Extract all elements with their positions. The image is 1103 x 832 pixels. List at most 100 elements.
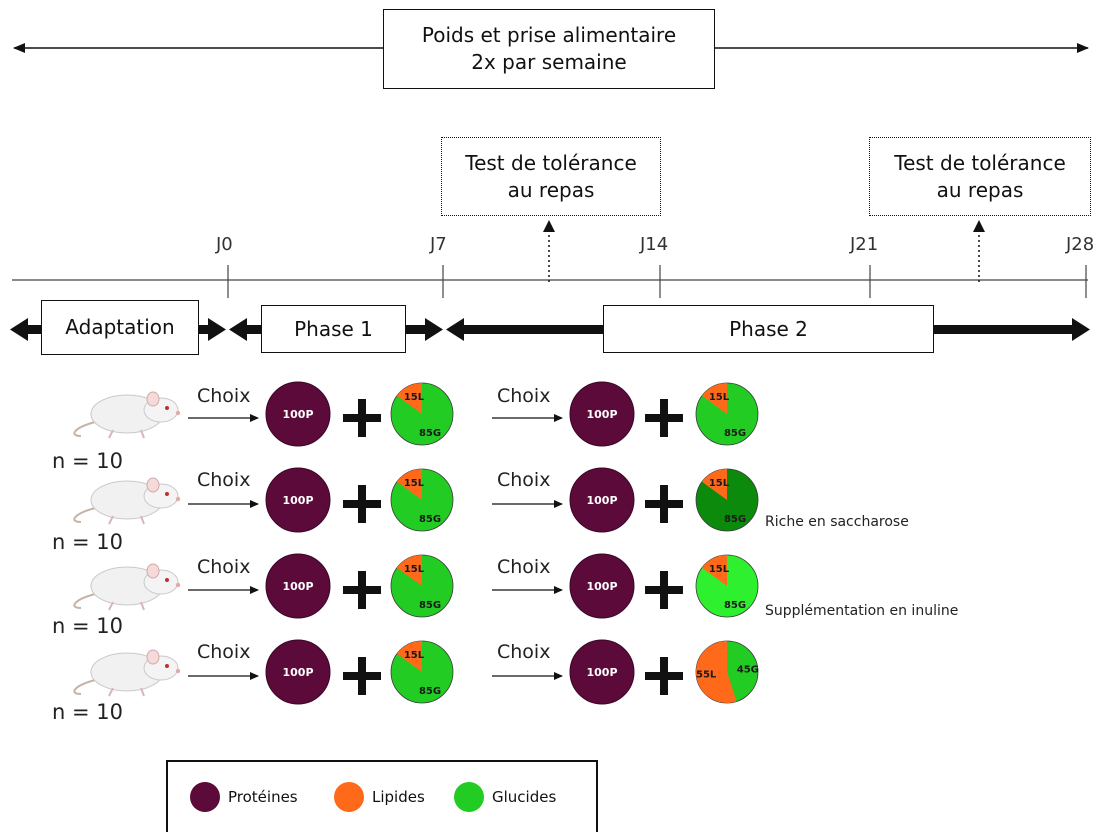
diet-pie-phase2-glucid-label: 85G [724,428,746,439]
protein-pie-phase2-label: 100P [586,408,617,421]
diet-pie-phase2-glucid-label: 85G [724,600,746,611]
protein-pie-phase1: 100P [265,381,331,447]
tolerance-test-box-1: Test de tolérance au repas [441,137,661,216]
adaptation-label: Adaptation [65,315,175,339]
legend-protein-swatch [190,782,220,812]
protein-pie-phase2-label: 100P [586,666,617,679]
legend: Protéines Lipides Glucides [166,760,598,832]
group-3-note: Supplémentation en inuline [765,603,959,619]
rat-icon [73,563,181,611]
group-2-note: Riche en saccharose [765,514,909,530]
label-j0: J0 [216,234,233,255]
tolerance-test-2-line1: Test de tolérance [894,150,1066,175]
legend-glucid-swatch [454,782,484,812]
protein-pie-phase1: 100P [265,467,331,533]
group-3-choice-phase2: Choix [497,556,551,578]
protein-pie-phase2-label: 100P [586,494,617,507]
diet-pie-phase1-lipid-label: 15L [404,478,425,489]
diet-pie-phase2: 55L 45G [695,640,759,704]
label-j14: J14 [640,234,669,255]
rat-icon [73,477,181,525]
tolerance-test-box-2: Test de tolérance au repas [869,137,1091,216]
diet-pie-phase2-lipid-slice [701,383,727,414]
diet-pie-phase1-lipid-slice [396,641,422,672]
group-3-choice-phase1: Choix [197,556,251,578]
diet-pie-phase2-lipid-label: 15L [709,478,730,489]
tolerance-test-1-line2: au repas [507,177,595,202]
plus-icon [343,485,381,523]
protein-pie-phase2: 100P [569,639,635,705]
weight-intake-line1: Poids et prise alimentaire [421,23,677,47]
label-j7: J7 [430,234,447,255]
phase1-label: Phase 1 [294,316,373,341]
diet-pie-phase2-glucid-label: 45G [737,664,759,675]
group-2-count: n = 10 [52,530,123,554]
plus-icon [343,399,381,437]
legend-glucid: Glucides [454,782,556,812]
test-arrow-1-head [543,220,555,232]
group-2-choice-phase2: Choix [497,469,551,491]
diet-pie-phase1-glucid-label: 85G [419,428,441,439]
plus-icon [645,571,683,609]
rat-icon [73,391,181,439]
diet-pie-phase1-lipid-slice [396,383,422,414]
protein-pie-phase1-label: 100P [282,666,313,679]
weight-intake-line2: 2x par semaine [471,50,627,74]
group-3-count: n = 10 [52,614,123,638]
weight-intake-box: Poids et prise alimentaire 2x par semain… [383,9,715,89]
group-4-choice-phase1: Choix [197,641,251,663]
diet-pie-phase1-lipid-label: 15L [404,392,425,403]
legend-lipid-swatch [334,782,364,812]
protein-pie-phase2: 100P [569,381,635,447]
diet-pie-phase2-lipid-slice [701,469,727,500]
group-1-choice-phase2: Choix [497,385,551,407]
group-4-count: n = 10 [52,700,123,724]
protein-pie-phase2: 100P [569,553,635,619]
diet-pie-phase1-lipid-label: 15L [404,564,425,575]
protein-pie-phase2: 100P [569,467,635,533]
plus-icon [343,657,381,695]
legend-protein: Protéines [190,782,298,812]
group-1-choice-phase1: Choix [197,385,251,407]
tolerance-test-2-line2: au repas [936,177,1024,202]
plus-icon [645,485,683,523]
diet-pie-phase2-lipid-label: 15L [709,392,730,403]
diet-pie-phase2: 15L 85G [695,468,759,532]
diet-pie-phase1: 15L 85G [390,382,454,446]
phase2-label: Phase 2 [729,316,808,341]
legend-glucid-label: Glucides [492,788,557,806]
legend-protein-label: Protéines [228,788,298,806]
diet-pie-phase2-lipid-label: 55L [696,670,717,681]
plus-icon [343,571,381,609]
plus-icon [645,399,683,437]
group-1-count: n = 10 [52,449,123,473]
protein-pie-phase1-label: 100P [282,494,313,507]
protein-pie-phase1-label: 100P [282,580,313,593]
group-4-choice-phase2: Choix [497,641,551,663]
diet-pie-phase1-lipid-slice [396,469,422,500]
diet-pie-phase2-lipid-slice [701,555,727,586]
diet-pie-phase2-lipid-label: 15L [709,564,730,575]
group-2-choice-phase1: Choix [197,469,251,491]
label-j28: J28 [1066,234,1095,255]
diet-pie-phase1: 15L 85G [390,554,454,618]
protein-pie-phase1: 100P [265,639,331,705]
protein-pie-phase1: 100P [265,553,331,619]
phase1-box: Phase 1 [261,305,406,353]
diet-pie-phase2-glucid-label: 85G [724,514,746,525]
diet-pie-phase1-lipid-slice [396,555,422,586]
diet-pie-phase1-lipid-label: 15L [404,650,425,661]
protein-pie-phase1-label: 100P [282,408,313,421]
diet-pie-phase2: 15L 85G [695,382,759,446]
diet-pie-phase1-glucid-label: 85G [419,686,441,697]
rat-icon [73,649,181,697]
legend-lipid: Lipides [334,782,425,812]
diet-pie-phase2-lipid-slice [695,641,737,703]
tolerance-test-1-line1: Test de tolérance [465,150,637,175]
diet-pie-phase1: 15L 85G [390,640,454,704]
diet-pie-phase1-glucid-label: 85G [419,600,441,611]
phase2-box: Phase 2 [603,305,934,353]
diet-pie-phase2: 15L 85G [695,554,759,618]
